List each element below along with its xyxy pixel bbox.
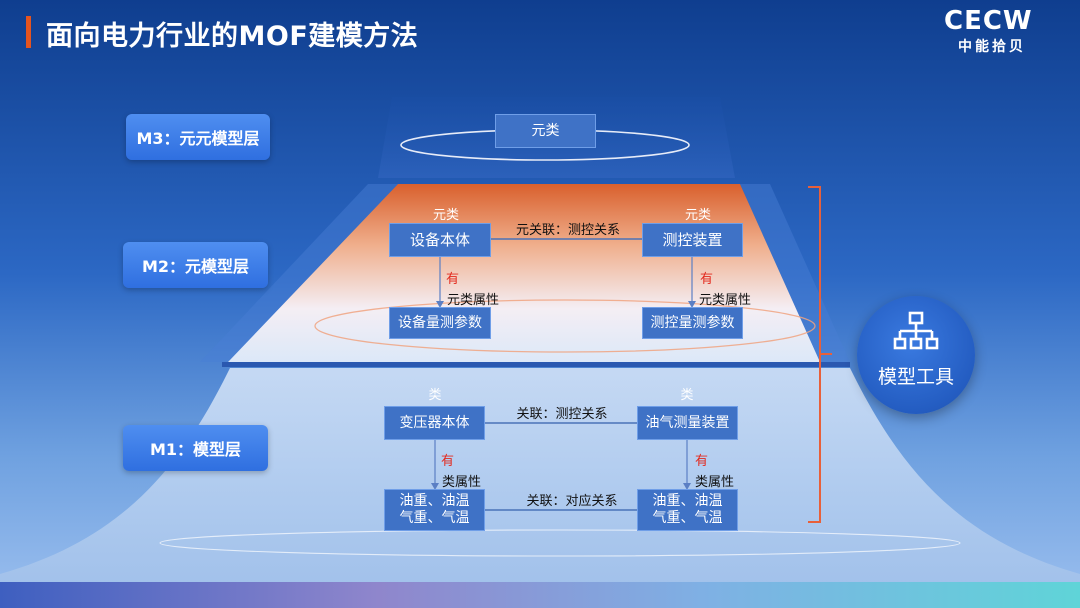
m2-m1-divider [222, 362, 850, 367]
m1-left-has-label: 有 [441, 454, 455, 469]
m1-right-attributes-box: 油重、油温 气重、气温 [637, 489, 738, 531]
m1-relation-label: 关联：测控关系 [516, 407, 608, 422]
m1-layer-shape [0, 368, 1080, 608]
logo-text: CECW [944, 6, 1033, 35]
m2-right-attr-label: 元类属性 [699, 293, 752, 308]
m1-right-attr-label: 类属性 [695, 475, 735, 490]
m3-metaclass-box: 元类 [495, 114, 596, 148]
m1-right-has-label: 有 [695, 454, 709, 469]
m2-layer-right-edge [740, 184, 850, 362]
m2-control-measure-box: 测控量测参数 [642, 307, 743, 339]
m2-ellipse [314, 299, 816, 353]
layer-label-m1: M1：模型层 [123, 425, 268, 471]
m2-equipment-measure-box: 设备量测参数 [389, 307, 491, 339]
m1-ellipse [159, 529, 961, 557]
m1-left-type-label: 类 [428, 388, 442, 403]
hierarchy-icon [893, 311, 939, 350]
m2-relation-label: 元关联：测控关系 [515, 223, 621, 238]
m2-right-has-label: 有 [700, 272, 714, 287]
floor-band [0, 582, 1080, 608]
m2-left-has-label: 有 [446, 272, 460, 287]
layer-label-m2: M2：元模型层 [123, 242, 268, 288]
m2-control-device-box: 测控装置 [642, 223, 743, 257]
title-accent-bar [26, 16, 31, 48]
cecw-logo: CECW [944, 6, 1033, 35]
m1-left-arrowhead [431, 483, 439, 490]
model-tool-label: 模型工具 [877, 366, 954, 388]
logo-subtitle: 中能拾贝 [958, 39, 1026, 55]
m2-equipment-box: 设备本体 [389, 223, 491, 257]
m2-right-type-label: 元类 [684, 208, 712, 223]
m2-layer-left-edge [200, 184, 398, 362]
m1-left-attributes-box: 油重、油温 气重、气温 [384, 489, 485, 531]
model-tool-badge: 模型工具 [857, 296, 975, 414]
m1-oil-gas-device-box: 油气测量装置 [637, 406, 738, 440]
m1-right-type-label: 类 [680, 388, 694, 403]
m1-bottom-relation-label: 关联：对应关系 [526, 494, 618, 509]
m1-left-attr-label: 类属性 [442, 475, 482, 490]
m2-left-arrowhead [436, 301, 444, 308]
m2-right-arrowhead [688, 301, 696, 308]
m1-right-arrowhead [683, 483, 691, 490]
m2-left-attr-label: 元类属性 [447, 293, 500, 308]
m2-left-type-label: 元类 [432, 208, 460, 223]
layer-label-m3: M3：元元模型层 [126, 114, 270, 160]
m1-transformer-box: 变压器本体 [384, 406, 485, 440]
page-title: 面向电力行业的MOF建模方法 [46, 21, 419, 52]
